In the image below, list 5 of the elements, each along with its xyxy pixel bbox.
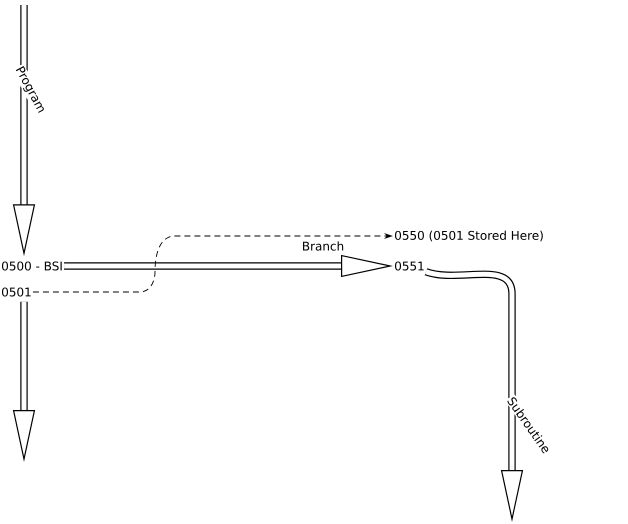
code-label: 0550 (0501 Stored Here) [395,230,543,242]
code-label: 0500 - BSI [2,261,62,271]
edge-label: Branch [300,240,346,252]
code-label: 0501 [2,287,31,297]
code-label: 0551 [395,261,424,271]
